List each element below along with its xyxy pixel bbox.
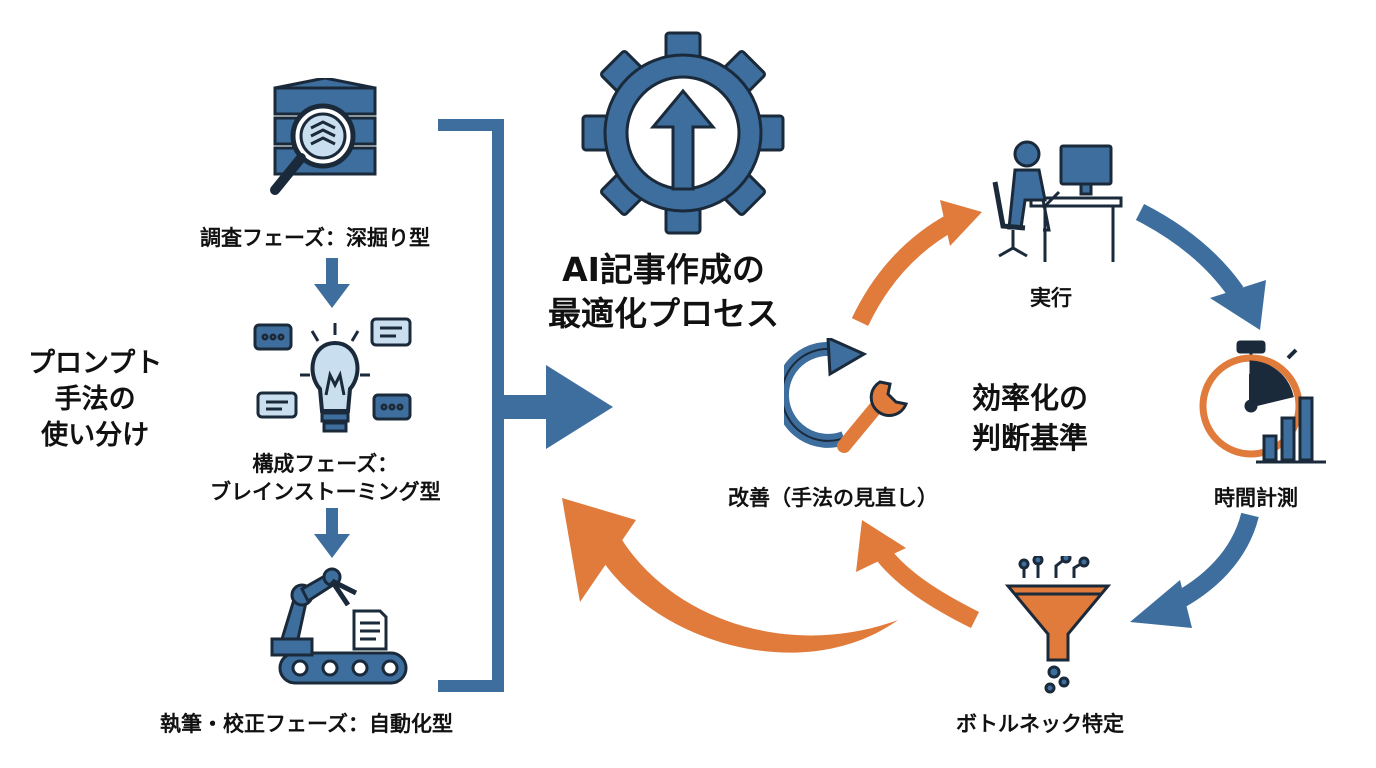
arrow-execute-to-measure	[1135, 203, 1266, 330]
person-computer-icon	[992, 140, 1123, 262]
cycle-wrench-icon	[784, 338, 909, 453]
arrow-bottleneck-to-improve	[856, 520, 980, 629]
side-title-line3: 使い分け	[41, 420, 150, 451]
arrow-measure-to-bottleneck	[1130, 512, 1259, 628]
step-execute-label: 実行	[1030, 286, 1072, 310]
phase2-label-line2: ブレインストーミング型	[210, 480, 441, 504]
bracket-connector	[438, 119, 504, 692]
main-title-line1: AI記事作成の	[562, 250, 765, 289]
step-improve-label: 改善（手法の見直し）	[728, 486, 938, 510]
down-arrow-2	[314, 508, 350, 558]
phase3-label: 執筆・校正フェーズ：自動化型	[160, 712, 453, 736]
step-bottleneck-label: ボトルネック特定	[956, 712, 1124, 736]
arrow-improve-to-execute	[851, 200, 982, 326]
stopwatch-chart-icon	[1199, 340, 1326, 464]
main-title-line2: 最適化プロセス	[548, 294, 779, 333]
research-icon	[270, 78, 377, 195]
phase2-label: 構成フェーズ： ブレインストーミング型	[210, 450, 441, 506]
step-measure-label: 時間計測	[1214, 486, 1298, 510]
side-title: プロンプト 手法の 使い分け	[28, 346, 162, 454]
phase1-label: 調査フェーズ：深掘り型	[200, 226, 430, 250]
main-title: AI記事作成の 最適化プロセス	[548, 248, 779, 336]
right-arrow	[498, 365, 613, 449]
side-title-line1: プロンプト	[28, 348, 163, 379]
cycle-center-title-line1: 効率化の	[972, 381, 1089, 415]
gear-icon	[581, 31, 785, 235]
phase2-label-line1: 構成フェーズ：	[252, 452, 399, 476]
side-title-line2: 手法の	[54, 384, 136, 415]
robot-arm-icon	[270, 567, 408, 685]
cycle-center-title-line2: 判断基準	[972, 421, 1089, 455]
brainstorm-icon	[253, 317, 412, 433]
arrow-feedback-to-center	[562, 498, 898, 653]
down-arrow-1	[314, 258, 350, 308]
cycle-center-title: 効率化の 判断基準	[972, 378, 1088, 458]
funnel-icon	[1004, 556, 1112, 694]
